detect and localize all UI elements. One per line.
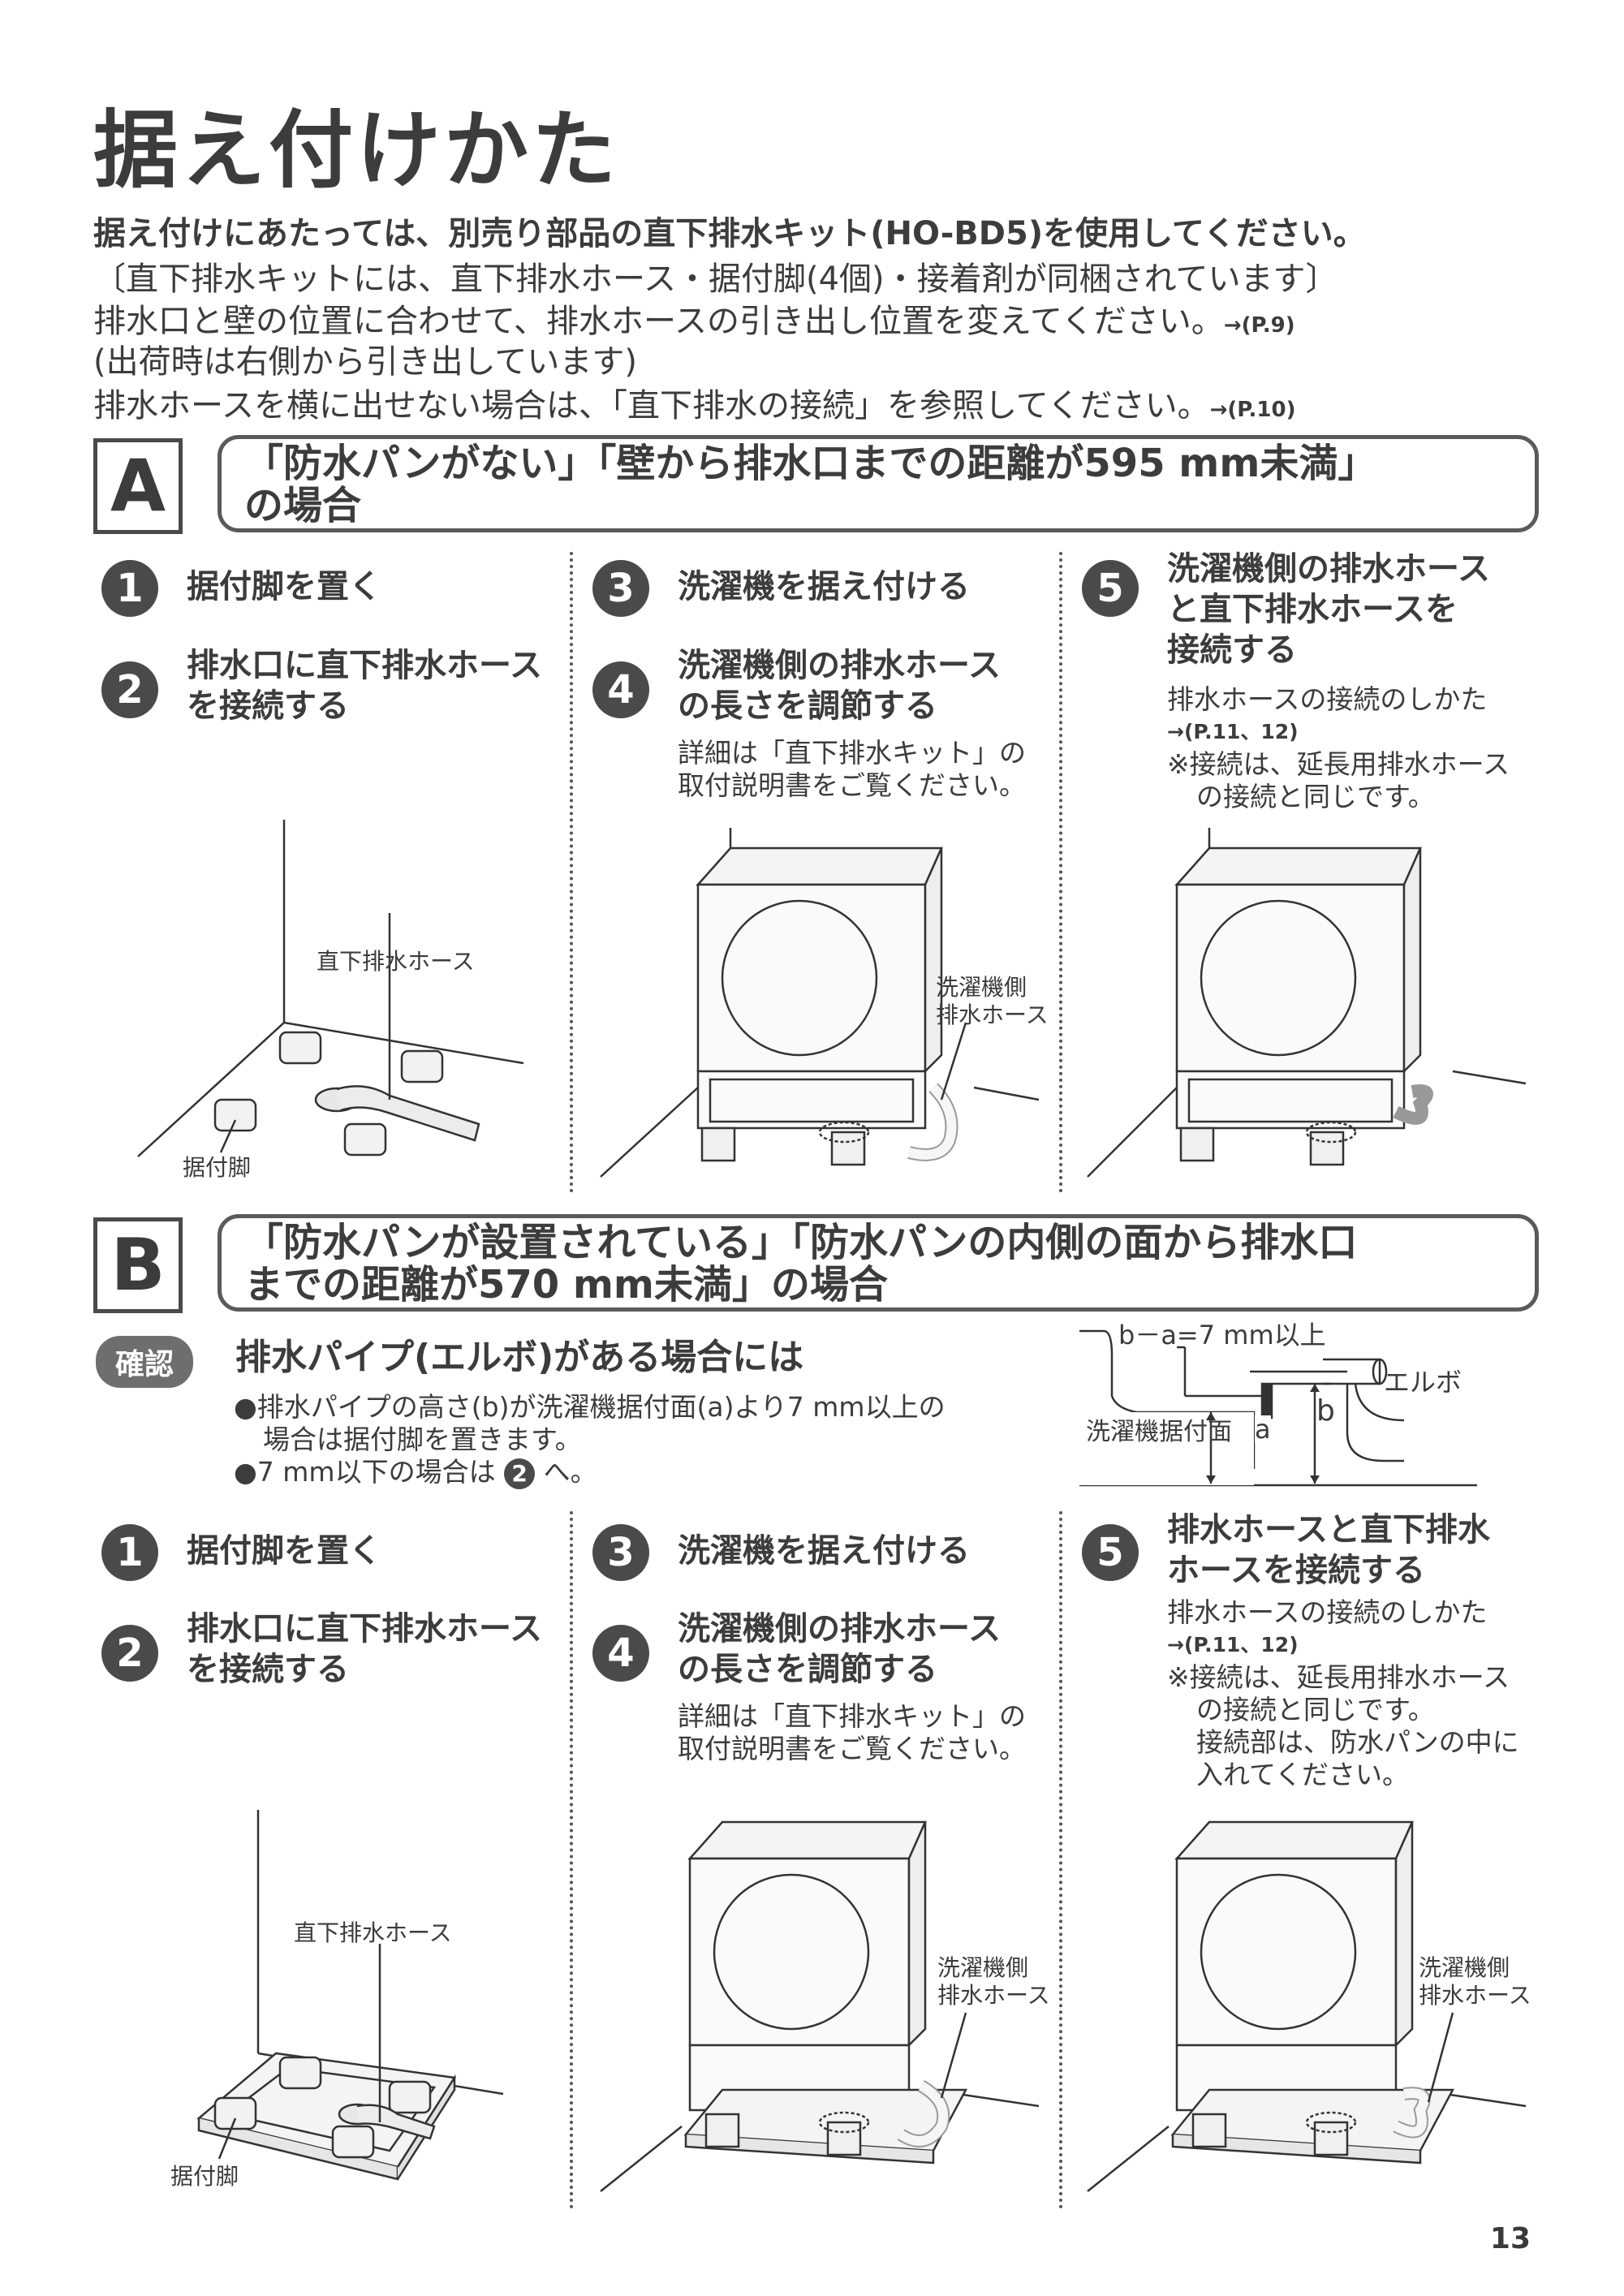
a-step-4-note: 詳細は「直下排水キット」の取付説明書をご覧ください。 bbox=[678, 737, 1026, 801]
confirm-badge: 確認 bbox=[96, 1336, 194, 1388]
intro-ref-p9[interactable]: →(P.9) bbox=[1223, 313, 1295, 338]
a-illustration-feet-hose bbox=[137, 820, 524, 1157]
elbow-label: エルボ bbox=[1384, 1367, 1462, 1398]
b-illustration-pan-feet bbox=[196, 1810, 504, 2181]
a-illustration-washer bbox=[600, 828, 1040, 1178]
a-step-1-text: 据付脚を置く bbox=[187, 568, 381, 605]
page-number: 13 bbox=[1489, 2222, 1531, 2255]
a-illustration-washer-connected bbox=[1087, 828, 1527, 1178]
b-step-2-text: 排水口に直下排水ホースを接続する bbox=[187, 1610, 542, 1688]
b-step-5-ref[interactable]: →(P.11、12) bbox=[1167, 1633, 1299, 1656]
section-b-divider-2 bbox=[1059, 1511, 1062, 2209]
section-a-title: 「防水パンがない」「壁から排水口までの距離が595 mm未満」 の場合 bbox=[218, 435, 1539, 532]
intro-line-1: 据え付けにあたっては、別売り部品の直下排水キット(HO-BD5)を使用してくださ… bbox=[93, 215, 1366, 252]
b-step-3-number: 3 bbox=[592, 1524, 649, 1581]
section-a-title-line2: の場合 bbox=[244, 483, 362, 528]
section-a-divider-2 bbox=[1059, 552, 1062, 1193]
a-step-4-number: 4 bbox=[592, 661, 649, 718]
b-label-machine-hose-2: 洗濯機側排水ホース bbox=[1419, 1954, 1531, 2009]
b-step-3-text: 洗濯機を据え付ける bbox=[678, 1532, 970, 1570]
section-a-title-line1: 「防水パンがない」「壁から排水口までの距離が595 mm未満」 bbox=[244, 441, 1377, 486]
section-b-letter: B bbox=[93, 1217, 183, 1313]
a-step-3-text: 洗濯機を据え付ける bbox=[678, 568, 970, 605]
b-label-machine-hose-1: 洗濯機側排水ホース bbox=[937, 1954, 1050, 2009]
b-label-direct-hose: 直下排水ホース bbox=[294, 1919, 452, 1946]
section-b-title-line2: までの距離が570 mm未満」の場合 bbox=[244, 1262, 888, 1307]
intro-line-4: (出荷時は右側から引き出しています) bbox=[93, 343, 638, 381]
b-step-1-text: 据付脚を置く bbox=[187, 1532, 381, 1570]
a-step-2-number: 2 bbox=[101, 661, 158, 718]
b-illustration-washer-pan bbox=[600, 1820, 1040, 2192]
a-step-2-text: 排水口に直下排水ホースを接続する bbox=[187, 647, 542, 725]
confirm-title: 排水パイプ(エルボ)がある場合には bbox=[235, 1337, 804, 1378]
section-b-title: 「防水パンが設置されている」「防水パンの内側の面から排水口 までの距離が570 … bbox=[218, 1214, 1539, 1312]
a-step-5-note: 排水ホースの接続のしかた →(P.11、12) ※接続は、延長用排水ホース の接… bbox=[1167, 683, 1510, 812]
a-label-machine-hose: 洗濯機側排水ホース bbox=[936, 974, 1049, 1028]
b-step-2-number: 2 bbox=[101, 1625, 158, 1682]
intro-line-3: 排水口と壁の位置に合わせて、排水ホースの引き出し位置を変えてください。→(P.9… bbox=[93, 303, 1295, 340]
a-label-foot: 据付脚 bbox=[183, 1154, 252, 1181]
b-step-5-number: 5 bbox=[1082, 1524, 1139, 1581]
dimension-a: a bbox=[1255, 1414, 1271, 1445]
section-a-letter: A bbox=[93, 438, 183, 534]
dimension-b: b bbox=[1316, 1394, 1335, 1428]
a-step-3-number: 3 bbox=[592, 560, 649, 617]
a-step-1-number: 1 bbox=[101, 560, 158, 617]
page-title: 据え付けかた bbox=[93, 101, 620, 200]
b-step-5-text: 排水ホースと直下排水ホースを接続する bbox=[1167, 1511, 1490, 1589]
intro-ref-p10[interactable]: →(P.10) bbox=[1209, 398, 1296, 422]
b-step-1-number: 1 bbox=[101, 1524, 158, 1581]
confirm-step-ref: 2 bbox=[504, 1458, 536, 1489]
floor-label: 洗濯機据付面 bbox=[1086, 1418, 1232, 1446]
elbow-formula: b－a=7 mm以上 bbox=[1118, 1320, 1326, 1350]
section-b-divider-1 bbox=[570, 1511, 573, 2209]
b-step-4-number: 4 bbox=[592, 1625, 649, 1682]
b-step-4-note: 詳細は「直下排水キット」の取付説明書をご覧ください。 bbox=[678, 1700, 1026, 1764]
confirm-note: ●排水パイプの高さ(b)が洗濯機据付面(a)より7 mm以上の 場合は据付脚を置… bbox=[234, 1391, 946, 1489]
intro-line-2: 〔直下排水キットには、直下排水ホース・据付脚(4個)・接着剤が同梱されています〕 bbox=[93, 261, 1338, 298]
b-step-5-note: 排水ホースの接続のしかた →(P.11、12) ※接続は、延長用排水ホース の接… bbox=[1167, 1596, 1519, 1790]
a-step-4-text: 洗濯機側の排水ホースの長さを調節する bbox=[678, 647, 1001, 725]
b-step-4-text: 洗濯機側の排水ホースの長さを調節する bbox=[678, 1610, 1001, 1688]
section-a-divider-1 bbox=[570, 552, 573, 1193]
a-step-5-ref[interactable]: →(P.11、12) bbox=[1167, 720, 1299, 743]
a-step-5-text: 洗濯機側の排水ホースと直下排水ホースを接続する bbox=[1167, 550, 1490, 669]
b-label-foot: 据付脚 bbox=[170, 2163, 239, 2190]
section-b-title-line1: 「防水パンが設置されている」「防水パンの内側の面から排水口 bbox=[244, 1220, 1358, 1265]
a-step-5-number: 5 bbox=[1082, 560, 1139, 617]
b-illustration-washer-pan-connected bbox=[1087, 1820, 1527, 2192]
intro-line-5: 排水ホースを横に出せない場合は、「直下排水の接続」を参照してください。→(P.1… bbox=[93, 387, 1296, 424]
a-label-direct-hose: 直下排水ホース bbox=[317, 948, 475, 975]
